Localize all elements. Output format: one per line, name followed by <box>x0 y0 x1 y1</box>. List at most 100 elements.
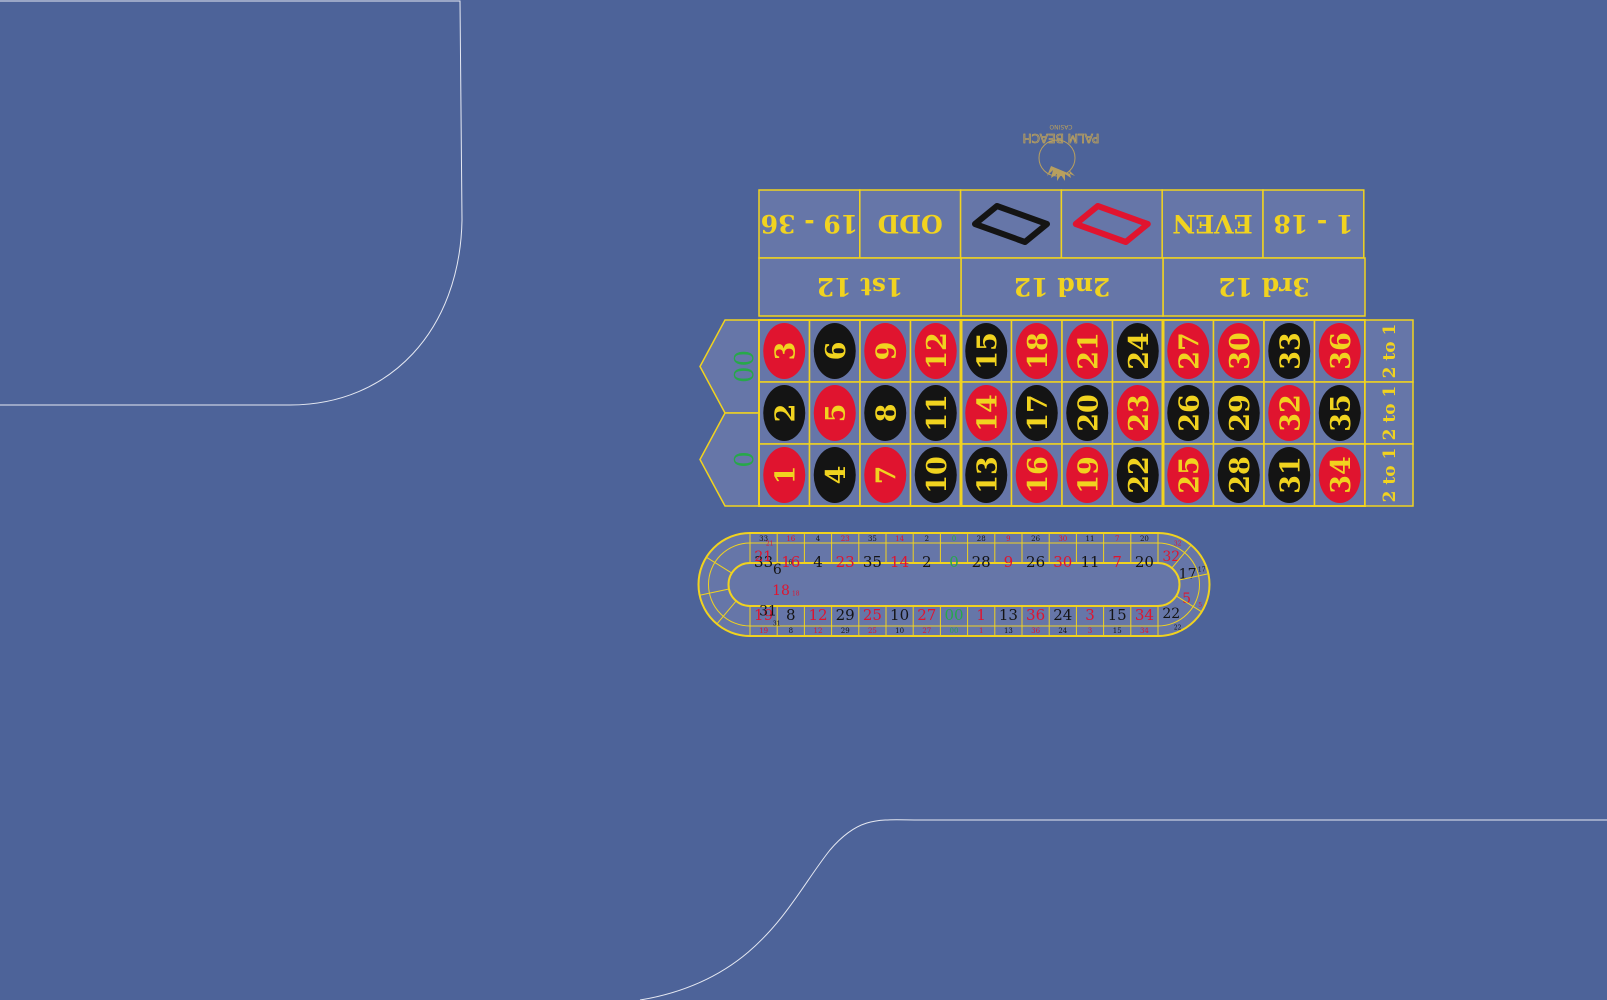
number-cell-32[interactable]: 32 <box>1263 381 1316 445</box>
number-oval <box>1268 323 1311 379</box>
number-cell-22[interactable]: 22 <box>1111 443 1164 507</box>
number-cell-27[interactable]: 27 <box>1162 319 1215 383</box>
number-cell-31[interactable]: 31 <box>1263 443 1316 507</box>
racetrack-small-number: 16 <box>786 535 795 543</box>
column-bet-row-1[interactable]: 2 to 1 <box>1364 319 1414 383</box>
racetrack-top-2[interactable]: 22 <box>912 533 932 571</box>
outside-bet-19-36[interactable]: 19 - 36 <box>758 189 861 259</box>
racetrack-top-9[interactable]: 99 <box>994 533 1013 571</box>
number-cell-23[interactable]: 23 <box>1111 381 1164 445</box>
number-cell-10[interactable]: 10 <box>909 443 962 507</box>
number-cell-9[interactable]: 9 <box>859 319 912 383</box>
number-label: 10 <box>922 456 953 494</box>
zero-bet-0[interactable]: 0 <box>699 412 760 507</box>
racetrack-bottom-3[interactable]: 33 <box>1075 606 1095 636</box>
number-cell-4[interactable]: 4 <box>808 443 861 507</box>
number-oval <box>864 385 907 441</box>
number-cell-29[interactable]: 29 <box>1212 381 1265 445</box>
number-label: 5 <box>821 404 852 423</box>
outside-bet-black[interactable] <box>959 189 1063 259</box>
number-oval <box>864 323 907 379</box>
racetrack-top-4[interactable]: 44 <box>803 533 823 571</box>
outside-bet-1-18[interactable]: 1 - 18 <box>1262 189 1365 259</box>
outside-bet-odd[interactable]: ODD <box>859 189 962 259</box>
number-cell-28[interactable]: 28 <box>1212 443 1265 507</box>
number-cell-19[interactable]: 19 <box>1061 443 1114 507</box>
number-cell-5[interactable]: 5 <box>808 381 861 445</box>
racetrack-top-7[interactable]: 77 <box>1103 533 1122 571</box>
number-cell-13[interactable]: 13 <box>960 443 1013 507</box>
racetrack-top-0[interactable]: 00 <box>939 533 959 571</box>
number-cell-18[interactable]: 18 <box>1010 319 1063 383</box>
outside-bet-even[interactable]: EVEN <box>1161 189 1264 259</box>
racetrack-number: 28 <box>972 553 991 571</box>
number-cell-16[interactable]: 16 <box>1010 443 1063 507</box>
number-cell-36[interactable]: 36 <box>1313 319 1366 383</box>
number-cell-8[interactable]: 8 <box>859 381 912 445</box>
number-oval <box>965 385 1008 441</box>
number-cell-6[interactable]: 6 <box>808 319 861 383</box>
number-cell-12[interactable]: 12 <box>909 319 962 383</box>
number-cell-34[interactable]: 34 <box>1313 443 1366 507</box>
column-bet-row-2[interactable]: 2 to 1 <box>1364 381 1414 445</box>
dozen-bet-1st-12[interactable]: 1st 12 <box>758 257 962 317</box>
number-cell-33[interactable]: 33 <box>1263 319 1316 383</box>
number-cell-2[interactable]: 2 <box>758 381 811 445</box>
number-cell-14[interactable]: 14 <box>960 381 1013 445</box>
racetrack-bottom-8[interactable]: 88 <box>776 606 796 636</box>
number-cell-3[interactable]: 3 <box>758 319 811 383</box>
racetrack-bottom-1[interactable]: 11 <box>967 606 986 636</box>
number-cell-1[interactable]: 1 <box>758 443 811 507</box>
dozen-bet-3rd-12[interactable]: 3rd 12 <box>1162 257 1366 317</box>
racetrack-number: 3 <box>1085 606 1095 624</box>
number-cell-7[interactable]: 7 <box>859 443 912 507</box>
number-cell-11[interactable]: 11 <box>909 381 962 445</box>
number-cell-26[interactable]: 26 <box>1162 381 1215 445</box>
number-cell-17[interactable]: 17 <box>1010 381 1063 445</box>
column-bet-row-3[interactable]: 2 to 1 <box>1364 443 1414 507</box>
number-cell-20[interactable]: 20 <box>1061 381 1114 445</box>
number-cell-24[interactable]: 24 <box>1111 319 1164 383</box>
racetrack-small-number: 21 <box>766 540 774 547</box>
racetrack-number: 10 <box>890 606 909 624</box>
number-cell-21[interactable]: 21 <box>1061 319 1114 383</box>
number-cell-35[interactable]: 35 <box>1313 381 1366 445</box>
column-bet-label: 2 to 1 <box>1380 448 1400 503</box>
zero-bet-00[interactable]: 00 <box>699 319 760 414</box>
outside-bet-red[interactable] <box>1060 189 1163 259</box>
racetrack-number: 4 <box>813 553 823 571</box>
dozen-bet-2nd-12[interactable]: 2nd 12 <box>960 257 1164 317</box>
number-cell-25[interactable]: 25 <box>1162 443 1215 507</box>
number-cell-15[interactable]: 15 <box>960 319 1013 383</box>
number-oval <box>813 385 856 441</box>
logo-line1: PALM BEACH <box>1023 131 1100 145</box>
number-cell-30[interactable]: 30 <box>1212 319 1265 383</box>
